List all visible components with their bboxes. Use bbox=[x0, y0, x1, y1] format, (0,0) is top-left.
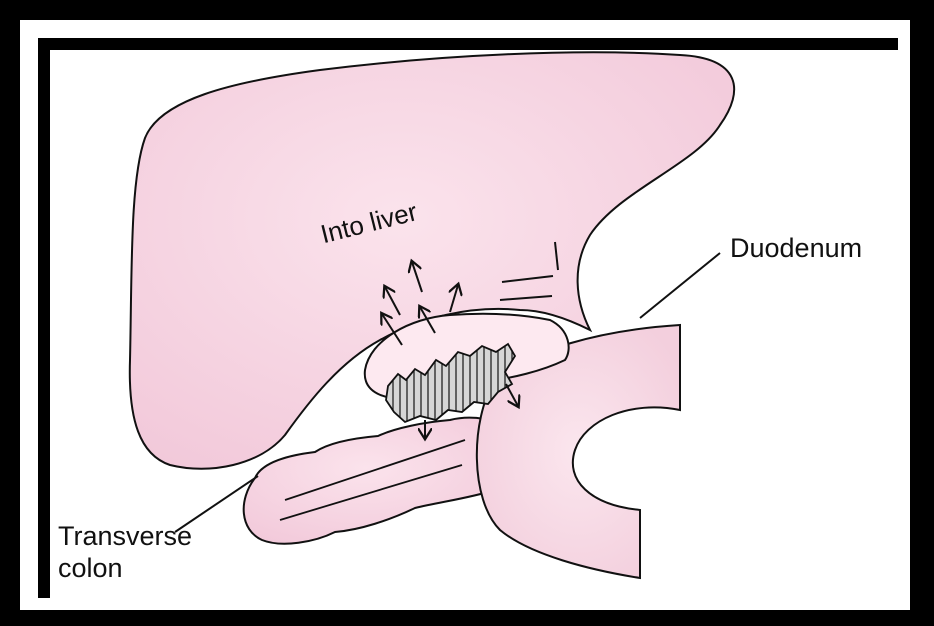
label-transverse: Transverse bbox=[58, 520, 258, 552]
leader-line-duodenum bbox=[640, 253, 720, 318]
label-transverse-colon: Transverse colon bbox=[58, 520, 258, 584]
label-colon: colon bbox=[58, 552, 258, 584]
label-duodenum: Duodenum bbox=[730, 235, 862, 262]
